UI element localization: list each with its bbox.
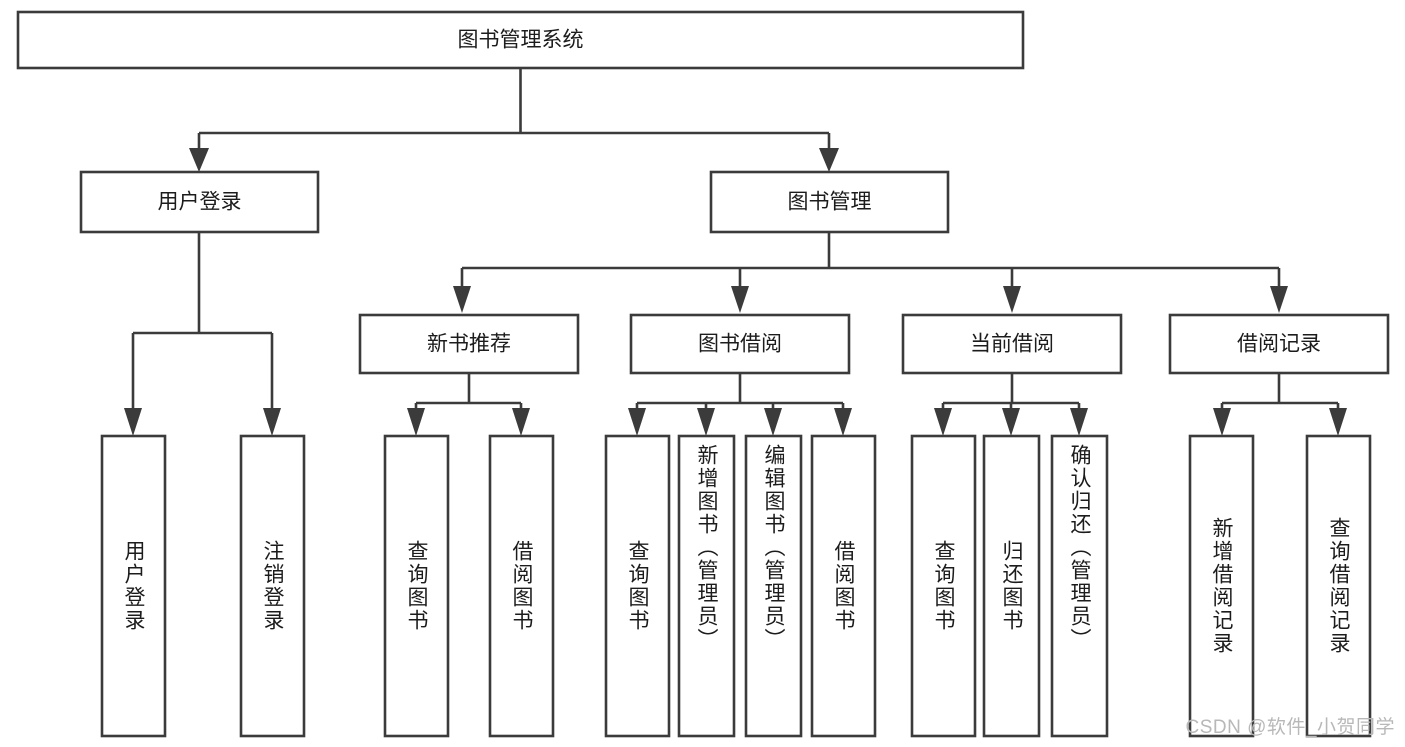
arrowhead-leaf-logout xyxy=(263,408,281,436)
node-leaf-add-book-box[interactable] xyxy=(677,434,736,738)
node-root-label: 图书管理系统 xyxy=(458,29,584,52)
arrowhead-leaf-confirm-return xyxy=(1070,408,1088,436)
arrowhead-current-borrow xyxy=(1003,286,1021,313)
node-leaf-logout-box[interactable] xyxy=(239,434,306,738)
node-leaf-query-book-3-box[interactable] xyxy=(910,434,977,738)
arrowhead-leaf-borrow-book-1 xyxy=(512,408,530,436)
node-leaf-query-record-box[interactable] xyxy=(1305,434,1372,738)
arrowhead-leaf-query-book-1 xyxy=(407,408,425,436)
arrowhead-user-login xyxy=(189,148,209,172)
node-leaf-user-login-box[interactable] xyxy=(100,434,167,738)
arrowhead-leaf-add-book xyxy=(697,408,715,436)
node-book-management-label: 图书管理 xyxy=(788,191,872,214)
arrowhead-leaf-edit-book xyxy=(764,408,782,436)
node-leaf-edit-book-box[interactable] xyxy=(744,434,803,738)
arrowhead-book-management xyxy=(819,148,839,172)
node-current-borrow-box[interactable] xyxy=(901,313,1123,375)
node-new-book-recommend-label: 新书推荐 xyxy=(427,333,511,356)
arrowhead-leaf-add-record xyxy=(1213,408,1231,436)
arrowhead-leaf-query-book-3 xyxy=(934,408,952,436)
node-new-book-recommend-box[interactable] xyxy=(358,313,580,375)
node-root-box[interactable] xyxy=(16,10,1025,70)
arrowhead-leaf-return-book xyxy=(1002,408,1020,436)
node-book-borrow-label: 图书借阅 xyxy=(698,333,782,356)
node-leaf-query-book-2-box[interactable] xyxy=(604,434,671,738)
node-leaf-borrow-book-1-box[interactable] xyxy=(488,434,555,738)
arrowhead-book-borrow xyxy=(731,286,749,313)
node-leaf-add-record-box[interactable] xyxy=(1188,434,1255,738)
node-current-borrow-label: 当前借阅 xyxy=(970,333,1054,356)
arrowhead-leaf-user-login xyxy=(124,408,142,436)
arrowhead-leaf-query-book-2 xyxy=(628,408,646,436)
node-borrow-record-box[interactable] xyxy=(1168,313,1390,375)
node-user-login-label: 用户登录 xyxy=(158,191,242,214)
node-leaf-query-book-1-box[interactable] xyxy=(383,434,450,738)
arrowhead-new-book-recommend xyxy=(453,286,471,313)
arrowhead-borrow-record xyxy=(1270,286,1288,313)
node-book-management-box[interactable] xyxy=(709,170,950,234)
node-borrow-record-label: 借阅记录 xyxy=(1237,333,1321,356)
csdn-watermark: CSDN @软件_小贺同学 xyxy=(1185,717,1395,738)
arrowhead-leaf-query-record xyxy=(1329,408,1347,436)
node-book-borrow-box[interactable] xyxy=(629,313,851,375)
node-leaf-borrow-book-2-box[interactable] xyxy=(810,434,877,738)
node-leaf-return-book-box[interactable] xyxy=(982,434,1041,738)
arrowhead-leaf-borrow-book-2 xyxy=(834,408,852,436)
node-leaf-confirm-return-box[interactable] xyxy=(1050,434,1109,738)
